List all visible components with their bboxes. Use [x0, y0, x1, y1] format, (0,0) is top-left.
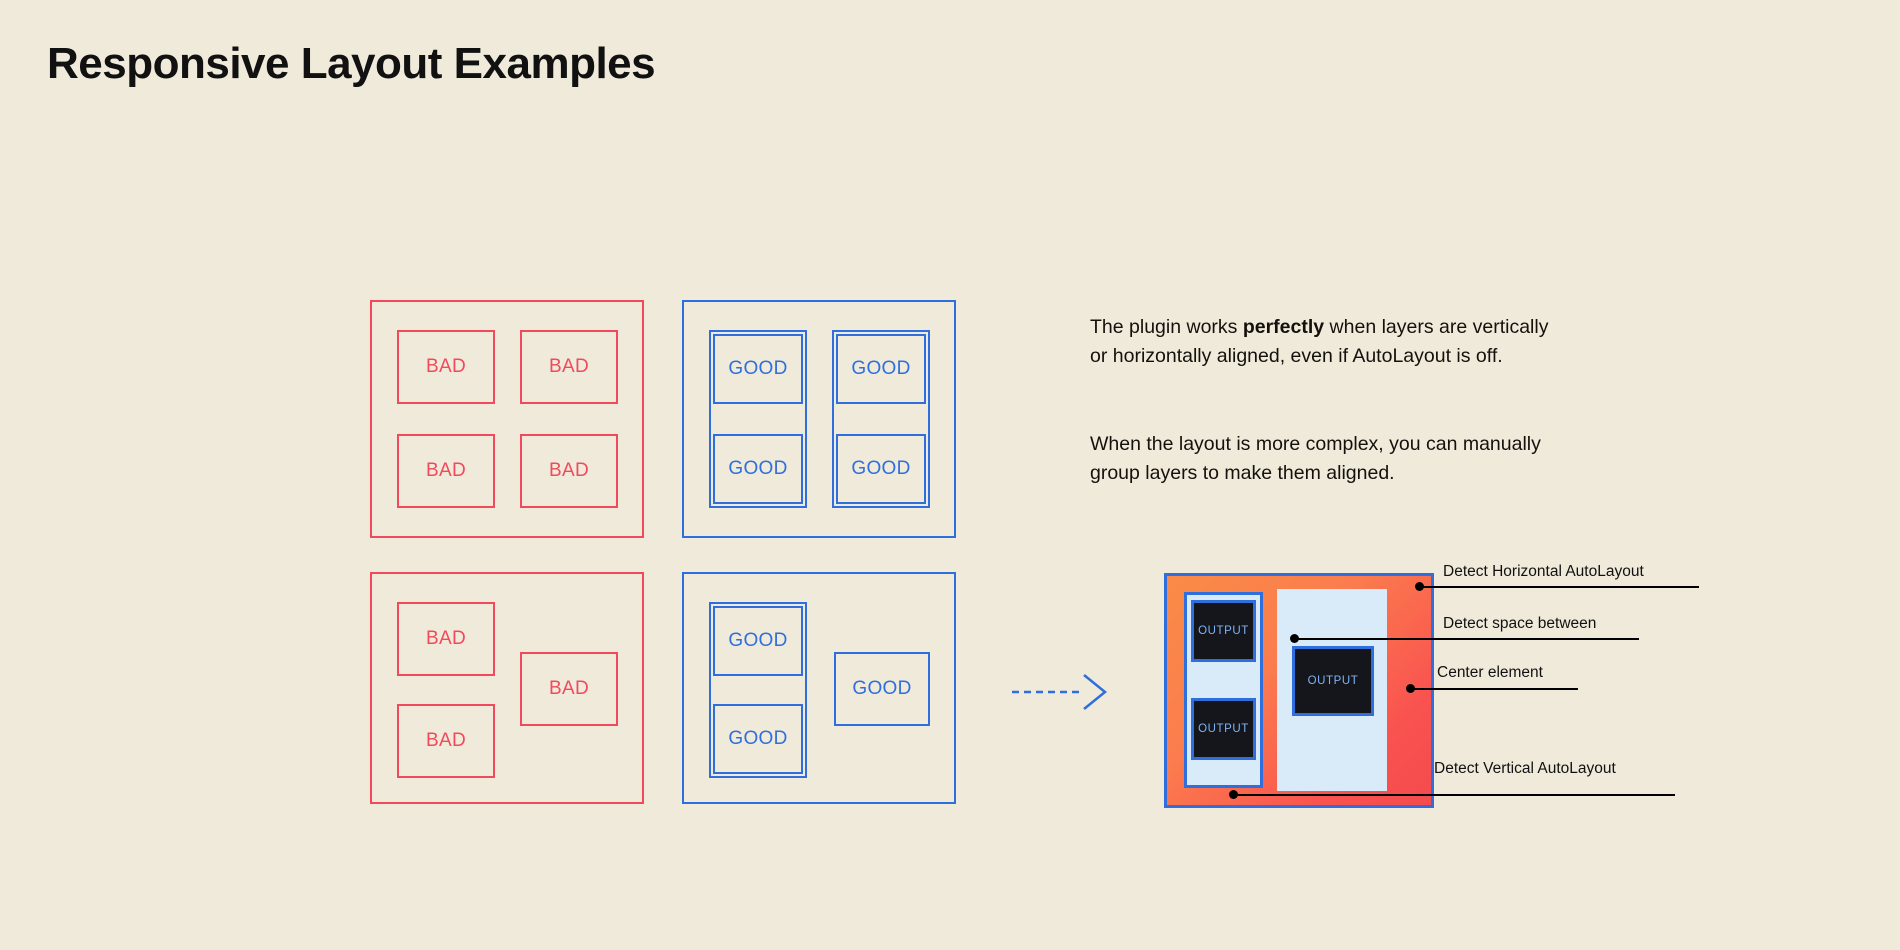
- annotation-label: Detect Horizontal AutoLayout: [1443, 563, 1644, 580]
- diagram-frame: OUTPUT OUTPUT OUTPUT: [1164, 573, 1434, 808]
- example-cell-bad: BAD: [520, 434, 618, 508]
- layer-group-column: [832, 330, 930, 508]
- annotation-leader-line: [1294, 638, 1639, 640]
- example-cell-bad: BAD: [520, 652, 618, 726]
- annotation-leader-line: [1233, 794, 1675, 796]
- description-paragraph-2: When the layout is more complex, you can…: [1090, 433, 1541, 484]
- annotation-label: Center element: [1437, 664, 1543, 681]
- description-paragraph-1: The plugin works perfectly when layers a…: [1090, 313, 1560, 371]
- example-cell-bad: BAD: [520, 330, 618, 404]
- example-cell-good: GOOD: [713, 334, 803, 404]
- annotation-leader-line: [1410, 688, 1578, 690]
- annotation-label: Detect Vertical AutoLayout: [1434, 760, 1616, 777]
- example-cell-good: GOOD: [834, 652, 930, 726]
- example-cell-good: GOOD: [836, 334, 926, 404]
- dashed-arrow-right-icon: [1012, 674, 1107, 710]
- page-title: Responsive Layout Examples: [47, 39, 656, 88]
- example-cell-good: GOOD: [713, 704, 803, 774]
- example-panel-good-grid: GOOD GOOD GOOD GOOD: [682, 300, 956, 538]
- example-cell-good: GOOD: [836, 434, 926, 504]
- autolayout-detection-diagram: OUTPUT OUTPUT OUTPUT: [1164, 573, 1434, 808]
- output-box: OUTPUT: [1191, 698, 1256, 760]
- example-cell-bad: BAD: [397, 434, 495, 508]
- annotation-leader-line: [1419, 586, 1699, 588]
- example-cell-good: GOOD: [713, 434, 803, 504]
- example-panel-good-complex: GOOD GOOD GOOD: [682, 572, 956, 804]
- annotation-label: Detect space between: [1443, 615, 1597, 632]
- example-cell-bad: BAD: [397, 704, 495, 778]
- example-panel-bad-grid: BAD BAD BAD BAD: [370, 300, 644, 538]
- layer-group-column: [709, 602, 807, 778]
- output-box: OUTPUT: [1292, 646, 1374, 716]
- example-panel-bad-complex: BAD BAD BAD: [370, 572, 644, 804]
- output-box: OUTPUT: [1191, 600, 1256, 662]
- example-cell-bad: BAD: [397, 330, 495, 404]
- paragraph-1-text-before: The plugin works: [1090, 316, 1243, 338]
- layer-group-column: [709, 330, 807, 508]
- example-cell-good: GOOD: [713, 606, 803, 676]
- example-cell-bad: BAD: [397, 602, 495, 676]
- paragraph-1-text-after: when layers are vertically or horizontal…: [1090, 316, 1549, 367]
- paragraph-1-emphasis: perfectly: [1242, 316, 1325, 338]
